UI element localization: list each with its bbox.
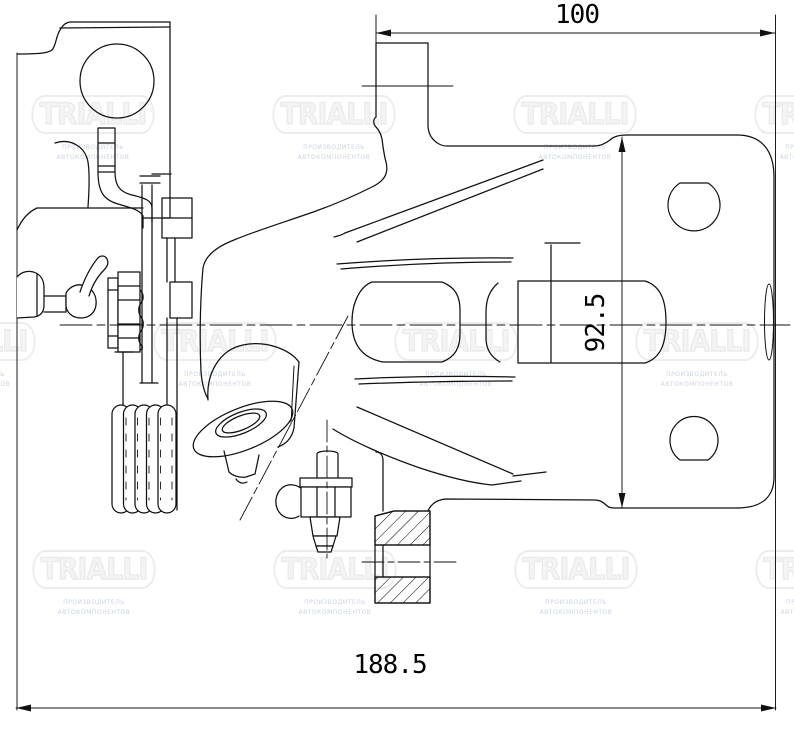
return-spring (111, 404, 177, 514)
cylinder-notch (223, 450, 260, 478)
actuator-cylinder (192, 343, 300, 484)
plate-slot (644, 280, 667, 364)
dimension-width-bottom: 188.5 (353, 650, 427, 680)
trialli-logo: TRIALLI (755, 550, 794, 590)
caliper-body (199, 42, 738, 512)
trialli-logo: TRIALLI (32, 550, 156, 590)
trialli-logo: TRIALLI (273, 550, 397, 590)
mounting-plate (626, 134, 775, 509)
trialli-logo: TRIALLI (394, 322, 518, 362)
left-shield-plate (16, 21, 172, 231)
washer (107, 277, 119, 349)
dimension-lines (15, 29, 777, 712)
trialli-logo: TRIALLI (153, 322, 277, 362)
plate-edge-slot (764, 283, 774, 361)
plate-hole-bottom (669, 415, 719, 461)
caliper-window (351, 281, 461, 363)
plate-hole-top (667, 182, 721, 232)
pin-tube-inner (114, 171, 153, 223)
section-block (374, 510, 431, 604)
dimension-width-top: 100 (555, 0, 600, 30)
bleed-screw (275, 450, 353, 553)
extension-lines (16, 14, 776, 711)
trialli-logo: TRIALLI (754, 95, 794, 135)
pivot-boss (54, 140, 90, 208)
trialli-logo: TRIALLI (272, 95, 396, 135)
trialli-logo: TRIALLI (513, 95, 637, 135)
trialli-logo: TRIALLI (635, 322, 759, 362)
bleeder-clip (275, 484, 304, 519)
lever-hook (79, 255, 109, 297)
adjuster-nut (117, 271, 141, 353)
handbrake-lever (16, 255, 144, 408)
dimension-height-right: 92.5 (581, 293, 611, 353)
trialli-logo: TRIALLI (31, 95, 155, 135)
trialli-logo: TRIALLI (514, 550, 638, 590)
trialli-logo: TRIALLI (0, 322, 36, 362)
shield-hole (79, 43, 155, 119)
pin-tube-outer (97, 171, 144, 229)
bleeder-hex-nut (300, 486, 352, 518)
spring-washer (138, 289, 144, 351)
centerlines (59, 85, 791, 563)
